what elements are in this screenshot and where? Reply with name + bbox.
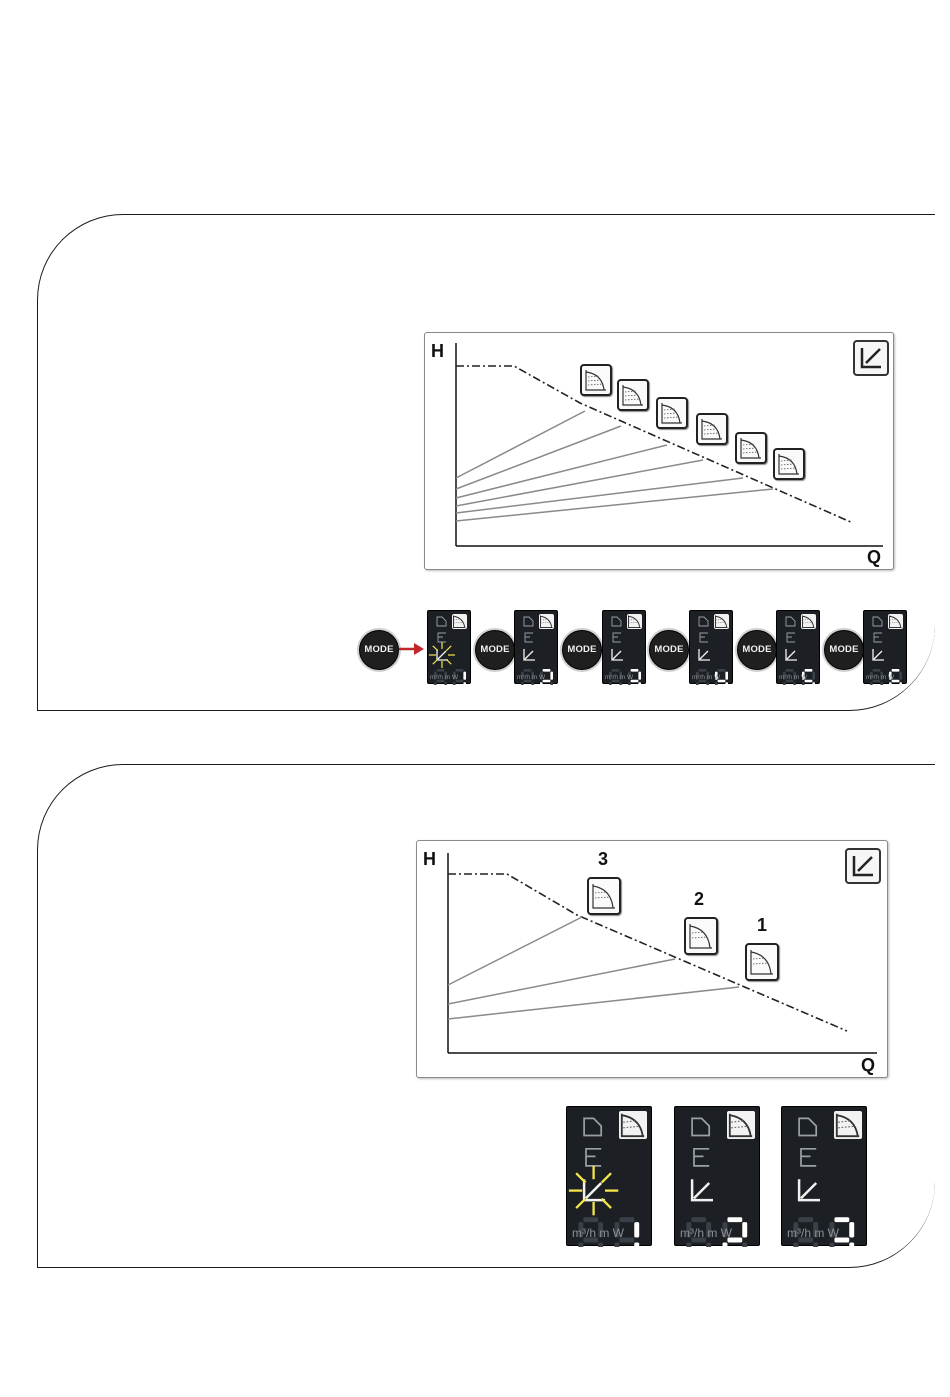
speed-curve-icon (587, 877, 621, 915)
curve-label-3: 3 (598, 849, 608, 870)
curve-line-2 (456, 478, 743, 513)
speed-curve-icon (580, 364, 612, 396)
speed-curve-icon (745, 943, 779, 981)
units-label: m³/h m W (692, 674, 720, 681)
chart2-canvas (417, 841, 887, 1077)
pump-lcd-display: m³/h m W (427, 610, 471, 684)
pump-lcd-display: m³/h m W (602, 610, 646, 684)
speed-curve-icon (888, 614, 903, 629)
speed-curve-icon (834, 1111, 862, 1139)
units-label: m³/h m W (430, 674, 458, 681)
curve-label-1: 1 (757, 915, 767, 936)
pressure-flow-chart-six-curves: H Q (424, 332, 894, 570)
curve-line-1 (448, 987, 739, 1019)
units-label: m³/h m W (517, 674, 545, 681)
x-axis-label: Q (861, 1055, 875, 1076)
speed-curve-icon (656, 397, 688, 429)
mode-button[interactable]: MODE (649, 630, 689, 670)
speed-curve-icon (696, 413, 728, 445)
mode-button[interactable]: MODE (737, 630, 777, 670)
mode-button[interactable]: MODE (475, 630, 515, 670)
curve-line-6 (456, 411, 585, 478)
max-curve-dashdot (456, 366, 853, 523)
x-axis-label: Q (867, 547, 881, 568)
units-label: m³/h m W (866, 674, 894, 681)
speed-curve-icon (627, 614, 642, 629)
units-label: m³/h m W (572, 1226, 624, 1240)
mode-button[interactable]: MODE (562, 630, 602, 670)
speed-curve-icon (714, 614, 729, 629)
pump-lcd-display: m³/h m W (863, 610, 907, 684)
arrow-right-icon (399, 642, 425, 656)
speed-curve-icon (773, 448, 805, 480)
mode-button[interactable]: MODE (359, 630, 399, 670)
pump-lcd-display: m³/h m W (689, 610, 733, 684)
pump-lcd-display: m³/h m W (566, 1106, 652, 1246)
pressure-flow-chart-three-curves: H Q 3 2 1 (416, 840, 888, 1078)
speed-curve-icon (452, 614, 467, 629)
units-label: m³/h m W (787, 1226, 839, 1240)
pump-lcd-display: m³/h m W (674, 1106, 760, 1246)
speed-curve-icon (801, 614, 816, 629)
units-label: m³/h m W (605, 674, 633, 681)
units-label: m³/h m W (680, 1226, 732, 1240)
speed-curve-icon (684, 917, 718, 955)
speed-curve-icon (619, 1111, 647, 1139)
speed-curve-icon (735, 432, 767, 464)
proportional-pressure-icon (845, 848, 881, 884)
curve-label-2: 2 (694, 889, 704, 910)
units-label: m³/h m W (779, 674, 807, 681)
curve-line-3 (448, 917, 582, 985)
speed-curve-icon (539, 614, 554, 629)
chart1-canvas (425, 333, 893, 569)
y-axis-label: H (423, 849, 436, 870)
y-axis-label: H (431, 341, 444, 362)
speed-curve-icon (727, 1111, 755, 1139)
pump-lcd-display: m³/h m W (514, 610, 558, 684)
mode-button[interactable]: MODE (824, 630, 864, 670)
max-curve-dashdot (448, 874, 847, 1031)
proportional-pressure-icon (853, 340, 889, 376)
pump-lcd-display: m³/h m W (776, 610, 820, 684)
pump-lcd-display: m³/h m W (781, 1106, 867, 1246)
speed-curve-icon (617, 379, 649, 411)
curve-line-4 (456, 445, 667, 498)
